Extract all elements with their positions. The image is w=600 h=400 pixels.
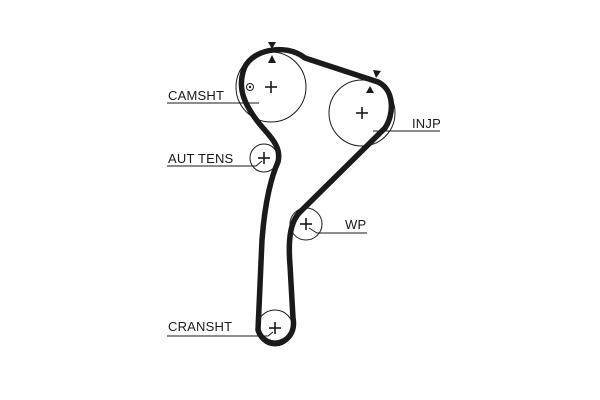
camshaft-keyway-icon [246,83,254,91]
water-pump-pulley [289,207,323,241]
injection-pump-timing-mark-icon [366,70,381,93]
auto-tensioner-center-icon [258,152,270,164]
camshaft-label: CAMSHT [168,88,224,103]
auto-tensioner-label: AUT TENS [168,151,234,166]
auto-tensioner-leader-line [167,160,263,167]
injection-pump-pulley [328,79,396,147]
crankshaft-leader-line [167,331,274,337]
crankshaft-label: CRANSHT [168,319,232,334]
injection-pump-center-icon [356,107,368,119]
timing-belt [238,46,394,346]
camshaft-center-icon [265,81,277,93]
auto-tensioner-pulley [249,143,279,173]
crankshaft-pulley [256,309,294,347]
camshaft-pulley [235,51,307,123]
water-pump-label: WP [345,217,366,232]
crankshaft-center-icon [269,322,281,334]
water-pump-leader-line [308,227,367,234]
water-pump-center-icon [300,218,312,230]
camshaft-timing-mark-icon [268,42,276,63]
injection-pump-label: INJP [412,116,441,131]
